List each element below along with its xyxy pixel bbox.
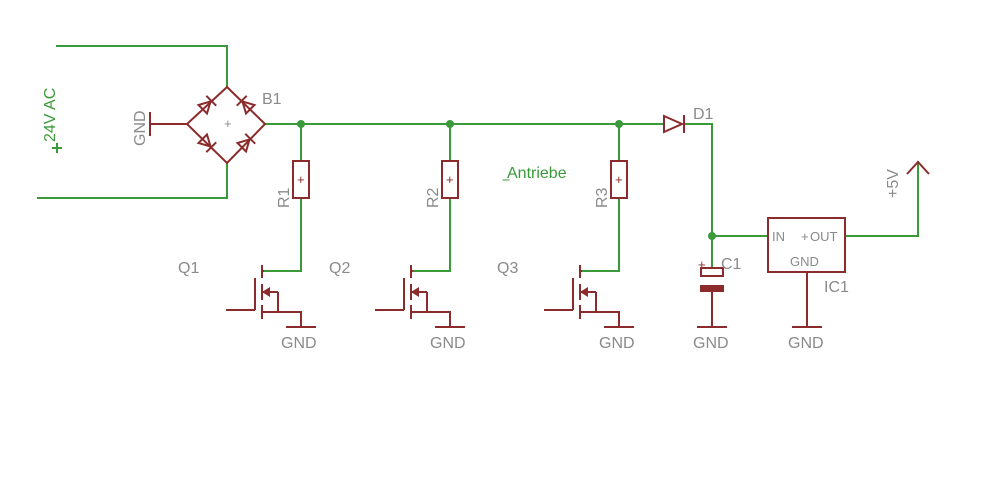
junction-r2 [446, 120, 454, 128]
junction-r3 [615, 120, 623, 128]
regulator-ic1: IN + OUT GND [767, 217, 846, 328]
bridge-label: B1 [262, 91, 282, 108]
ic1-pin-in: IN [772, 229, 785, 244]
mosfet-q1 [226, 265, 316, 328]
bridge-gnd-label: GND [132, 110, 149, 146]
q2-gnd-label: GND [430, 335, 466, 352]
bridge-rectifier: + [149, 85, 267, 165]
q1-label: Q1 [178, 260, 199, 277]
vcc-label: +5V [885, 169, 902, 198]
r1-marker: + [297, 172, 305, 187]
junctions [297, 120, 716, 240]
r3-drain-wire [581, 197, 620, 272]
c1-gnd-label: GND [693, 335, 729, 352]
q1-gnd-label: GND [281, 335, 317, 352]
diode-out-wire [685, 123, 769, 237]
r1-label: R1 [276, 187, 293, 208]
r3-marker: + [615, 172, 623, 187]
diode-d1 [663, 114, 685, 134]
ic1-label: IC1 [824, 279, 849, 296]
ic1-pin-gnd: GND [790, 254, 819, 269]
wires [37, 45, 919, 272]
junction-cap [708, 232, 716, 240]
resistor-r3: + [610, 160, 628, 199]
r3-label: R3 [594, 187, 611, 208]
resistor-r1: + [292, 160, 310, 199]
capacitor-c1: + [697, 257, 727, 328]
d1-label: D1 [693, 106, 714, 123]
r1-drain-wire [263, 197, 302, 272]
r2-marker: + [446, 172, 454, 187]
ac-wire-top [56, 45, 228, 88]
mosfet-q3 [544, 265, 634, 328]
ac-wire-bottom [37, 162, 228, 199]
bridge-marker: + [224, 116, 232, 131]
q2-label: Q2 [329, 260, 350, 277]
q3-label: Q3 [497, 260, 518, 277]
ac-net-label: 24V AC [42, 88, 59, 142]
junction-r1 [297, 120, 305, 128]
vcc-arrow-icon [906, 160, 930, 175]
ic1-pin-out: OUT [810, 229, 838, 244]
c1-label: C1 [721, 256, 742, 273]
q3-gnd-label: GND [599, 335, 635, 352]
r2-drain-wire [412, 197, 451, 272]
resistor-r2: + [441, 160, 459, 199]
ic1-gnd-label: GND [788, 335, 824, 352]
mosfet-q2 [375, 265, 465, 328]
c1-marker: + [698, 257, 706, 272]
out-wire [844, 161, 919, 237]
antriebe-net-label: Antriebe [507, 165, 567, 182]
ic1-out-marker: + [801, 229, 809, 244]
r2-label: R2 [425, 187, 442, 208]
